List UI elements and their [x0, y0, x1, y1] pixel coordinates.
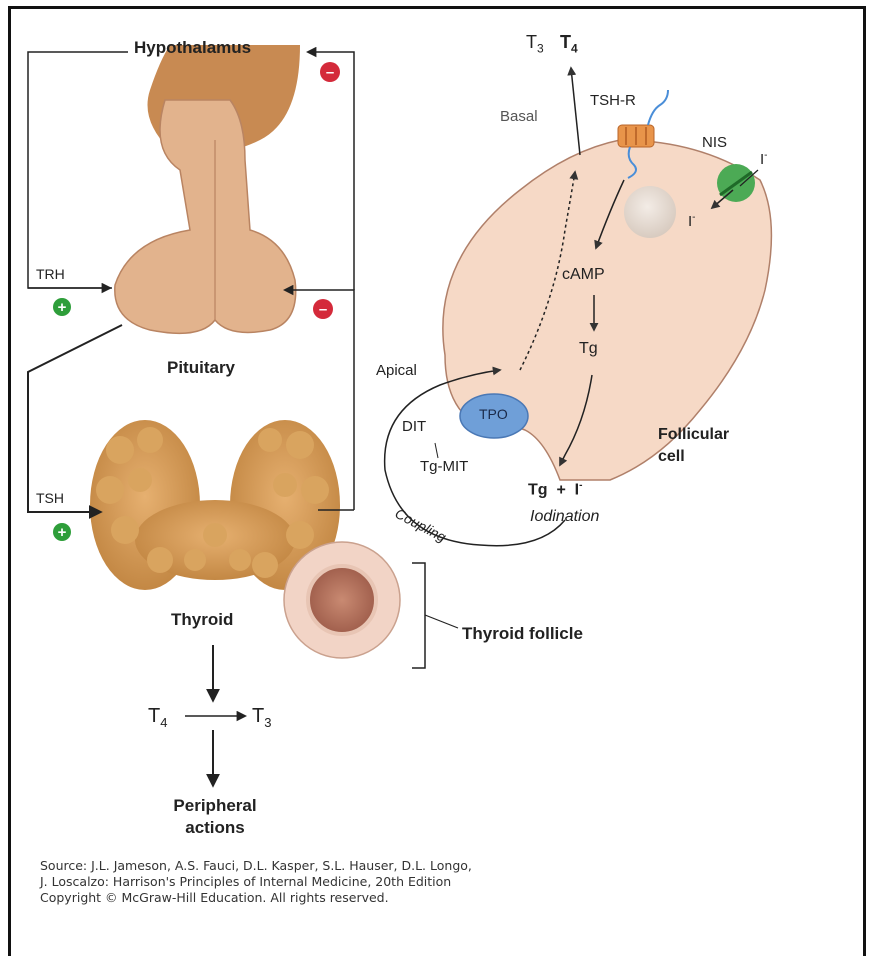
label-t4: T4 — [148, 705, 167, 730]
plus-badge-tsh: + — [53, 523, 71, 541]
label-tsh: TSH — [36, 490, 64, 506]
cell-nucleus — [624, 186, 676, 238]
nis-transporter — [717, 164, 755, 202]
pituitary-gland — [115, 100, 296, 333]
label-thyroid-follicle: Thyroid follicle — [462, 624, 583, 644]
dit-tgmit-link — [435, 443, 438, 458]
thyroid-follicle-illustration — [284, 542, 400, 658]
label-tg-plus-iodide: Tg + I- — [528, 480, 582, 499]
label-nis: NIS — [702, 134, 727, 151]
minus-badge-hypothalamus: – — [320, 62, 340, 82]
label-dit: DIT — [402, 418, 426, 435]
svg-text:+: + — [58, 524, 67, 541]
label-iodide-inside: I- — [688, 212, 696, 230]
label-iodination: Iodination — [530, 508, 599, 526]
label-cell: cell — [658, 448, 685, 466]
svg-text:–: – — [319, 301, 327, 318]
plus-badge-trh: + — [53, 298, 71, 316]
label-thyroid: Thyroid — [171, 610, 233, 630]
source-line-1: Source: J.L. Jameson, A.S. Fauci, D.L. K… — [40, 858, 472, 874]
source-line-3: Copyright © McGraw-Hill Education. All r… — [40, 890, 472, 906]
label-iodide-outside: I- — [760, 150, 768, 168]
minus-badge-pituitary: – — [313, 299, 333, 319]
trh-pathway-line — [28, 52, 128, 288]
label-tg-mit: Tg-MIT — [420, 458, 468, 475]
follicle-bracket — [412, 563, 425, 668]
label-tg: Tg — [579, 340, 598, 358]
label-pituitary: Pituitary — [167, 358, 235, 378]
label-peripheral: Peripheral — [160, 796, 270, 816]
label-actions: actions — [160, 818, 270, 838]
label-apical: Apical — [376, 362, 417, 379]
label-top-t3: T3 — [526, 32, 544, 56]
negative-feedback-hypothalamus-arrow — [308, 52, 354, 290]
svg-text:+: + — [58, 299, 67, 316]
label-t3: T3 — [252, 705, 271, 730]
source-citation: Source: J.L. Jameson, A.S. Fauci, D.L. K… — [40, 858, 472, 906]
label-follicular: Follicular — [658, 426, 729, 444]
hormone-secretion-arrow — [571, 68, 580, 155]
source-line-2: J. Loscalzo: Harrison's Principles of In… — [40, 874, 472, 890]
label-trh: TRH — [36, 266, 65, 282]
label-camp: cAMP — [562, 266, 605, 284]
label-hypothalamus: Hypothalamus — [134, 38, 251, 58]
label-basal: Basal — [500, 108, 538, 125]
follicle-leader — [425, 615, 458, 628]
label-top-t4: T4 — [560, 32, 578, 56]
svg-text:–: – — [326, 64, 334, 81]
label-tsh-r: TSH-R — [590, 92, 636, 109]
label-tpo: TPO — [479, 406, 508, 422]
